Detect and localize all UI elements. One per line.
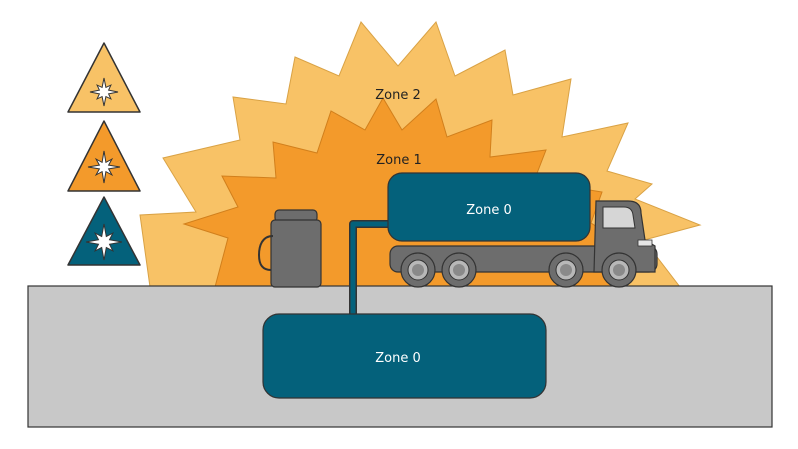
wheel <box>601 252 637 288</box>
underground-tank <box>262 313 547 399</box>
zone1-warning-triangle-icon <box>67 120 141 192</box>
tanker-tank <box>387 172 591 242</box>
transfer-pipe-core <box>350 221 392 316</box>
wheel <box>441 252 477 288</box>
zone2-warning-triangle-icon <box>67 42 141 113</box>
zone0-truck-label: Zone 0 <box>466 203 512 218</box>
truck-window <box>602 206 636 229</box>
zone0-warning-triangle-icon <box>67 196 141 266</box>
wheel <box>548 252 584 288</box>
wheel <box>400 252 436 288</box>
tanker-truck <box>387 172 658 288</box>
zone0-underground-label: Zone 0 <box>375 351 421 366</box>
zone2-label: Zone 2 <box>375 88 421 103</box>
fuel-dispenser <box>257 209 322 288</box>
zone1-label: Zone 1 <box>376 153 422 168</box>
